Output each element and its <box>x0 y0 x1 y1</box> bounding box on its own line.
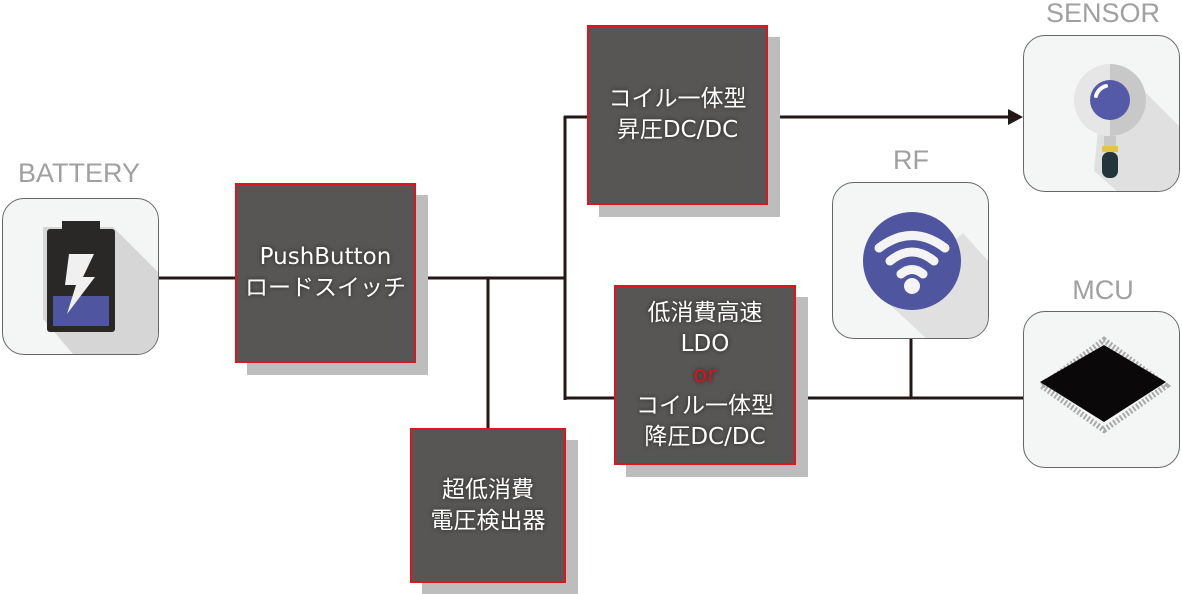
magnifier-icon <box>1074 64 1179 191</box>
sensor-tile <box>1023 35 1180 192</box>
arrow-head-icon <box>1008 109 1023 125</box>
chip-icon <box>1036 336 1172 434</box>
detector-line2: 電圧検出器 <box>430 507 546 534</box>
rf-label: RF <box>893 145 929 175</box>
ldo-line2: LDO <box>680 330 730 357</box>
mcu-tile <box>1023 311 1180 468</box>
battery-label: BATTERY <box>17 158 141 188</box>
battery-tile <box>2 198 159 355</box>
rf-tile <box>832 182 989 339</box>
sensor-label: SENSOR <box>1045 0 1161 28</box>
boost-line1: コイル一体型 <box>608 86 747 112</box>
load-switch-line1: PushButton <box>259 244 392 270</box>
battery-icon <box>43 221 158 354</box>
ldo-buck-block: 低消費高速 LDO or コイル一体型 降圧DC/DC <box>614 285 796 465</box>
detector-line1: 超低消費 <box>442 476 534 503</box>
ldo-line3: コイル一体型 <box>636 392 774 419</box>
mcu-label: MCU <box>1072 275 1134 305</box>
load-switch-block: PushButton ロードスイッチ <box>235 183 416 363</box>
boost-dcdc-block: コイル一体型 昇圧DC/DC <box>587 25 768 205</box>
ldo-or: or <box>693 361 717 388</box>
ldo-line4: 降圧DC/DC <box>644 423 766 450</box>
ldo-line1: 低消費高速 <box>647 299 763 326</box>
wifi-icon <box>863 212 988 338</box>
load-switch-line2: ロードスイッチ <box>245 275 406 301</box>
voltage-detector-block: 超低消費 電圧検出器 <box>410 428 566 583</box>
boost-line2: 昇圧DC/DC <box>616 117 739 143</box>
